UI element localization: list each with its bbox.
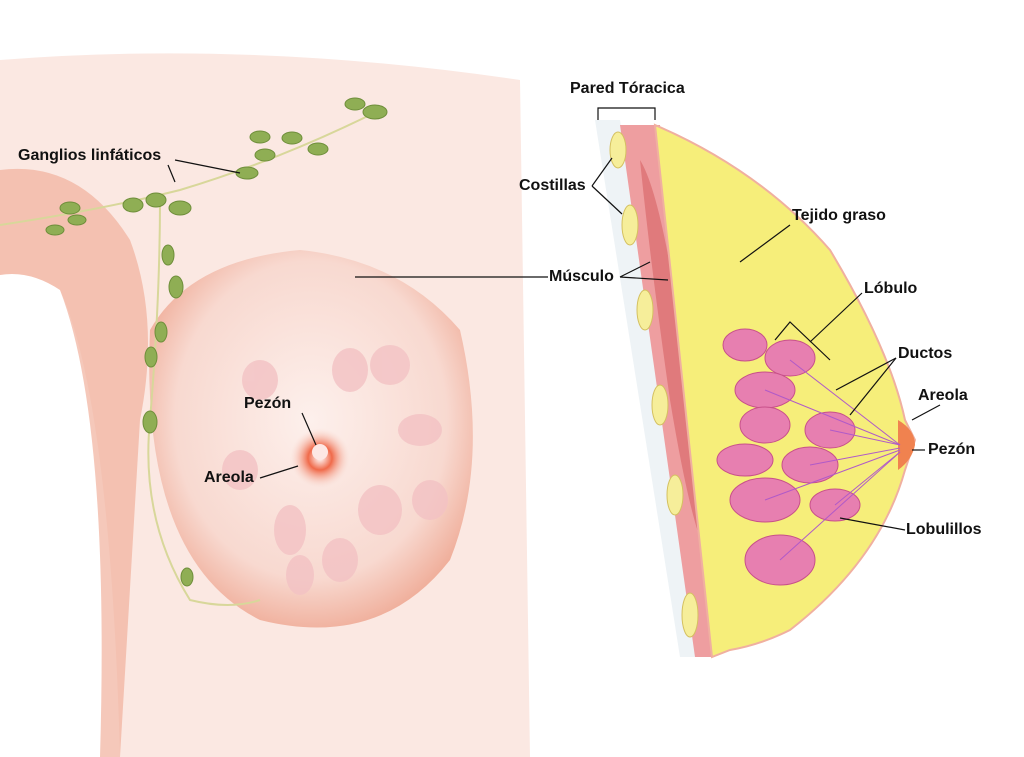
label-nipple-side: Pezón [928, 441, 976, 458]
label-muscle: Músculo [549, 268, 614, 285]
lymph-nodes [45, 97, 388, 587]
label-lobe: Lóbulo [864, 280, 918, 297]
label-ducts: Ductos [898, 345, 953, 362]
cross-section [595, 120, 917, 659]
label-nipple-front: Pezón [244, 395, 292, 412]
front-view [0, 53, 530, 757]
label-areola-front: Areola [204, 469, 254, 486]
leader-lines [167, 107, 941, 531]
label-chest-wall: Pared Tóracica [570, 80, 685, 97]
label-lobules: Lobulillos [906, 521, 982, 538]
label-fatty-tissue: Tejido graso [792, 207, 886, 224]
label-ribs: Costillas [519, 177, 586, 194]
label-areola-side: Areola [918, 387, 968, 404]
label-lymph-nodes: Ganglios linfáticos [18, 147, 162, 164]
